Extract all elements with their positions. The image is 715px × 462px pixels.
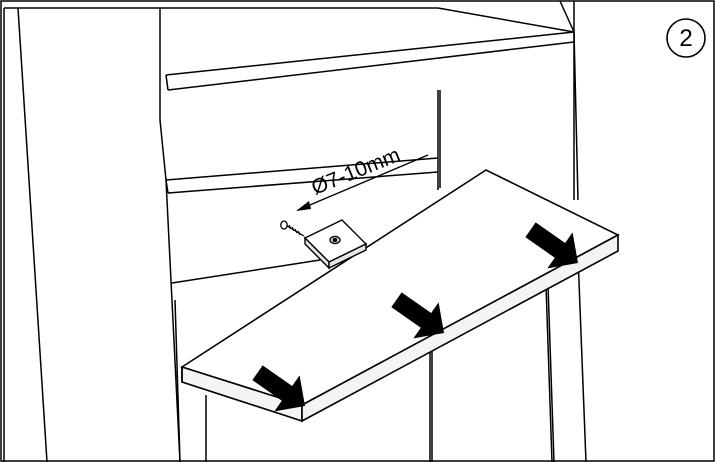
middle-fixed-shelf xyxy=(165,157,439,194)
adjustable-shelf xyxy=(180,169,620,423)
shelf-support-bracket-icon xyxy=(303,219,368,270)
upper-fixed-shelf xyxy=(160,7,575,91)
dimension-leader xyxy=(296,154,429,211)
lower-cabinet-lines xyxy=(174,284,555,462)
right-side-panel xyxy=(559,0,587,462)
left-side-panel xyxy=(3,7,181,462)
back-panel-lines xyxy=(171,90,441,284)
push-arrow-icon xyxy=(391,292,444,339)
step-number: 2 xyxy=(679,25,692,52)
push-arrow-icon xyxy=(525,222,578,269)
push-arrow-icon xyxy=(252,365,305,412)
step-number-badge: 2 xyxy=(666,18,706,58)
screw-icon xyxy=(280,220,305,237)
